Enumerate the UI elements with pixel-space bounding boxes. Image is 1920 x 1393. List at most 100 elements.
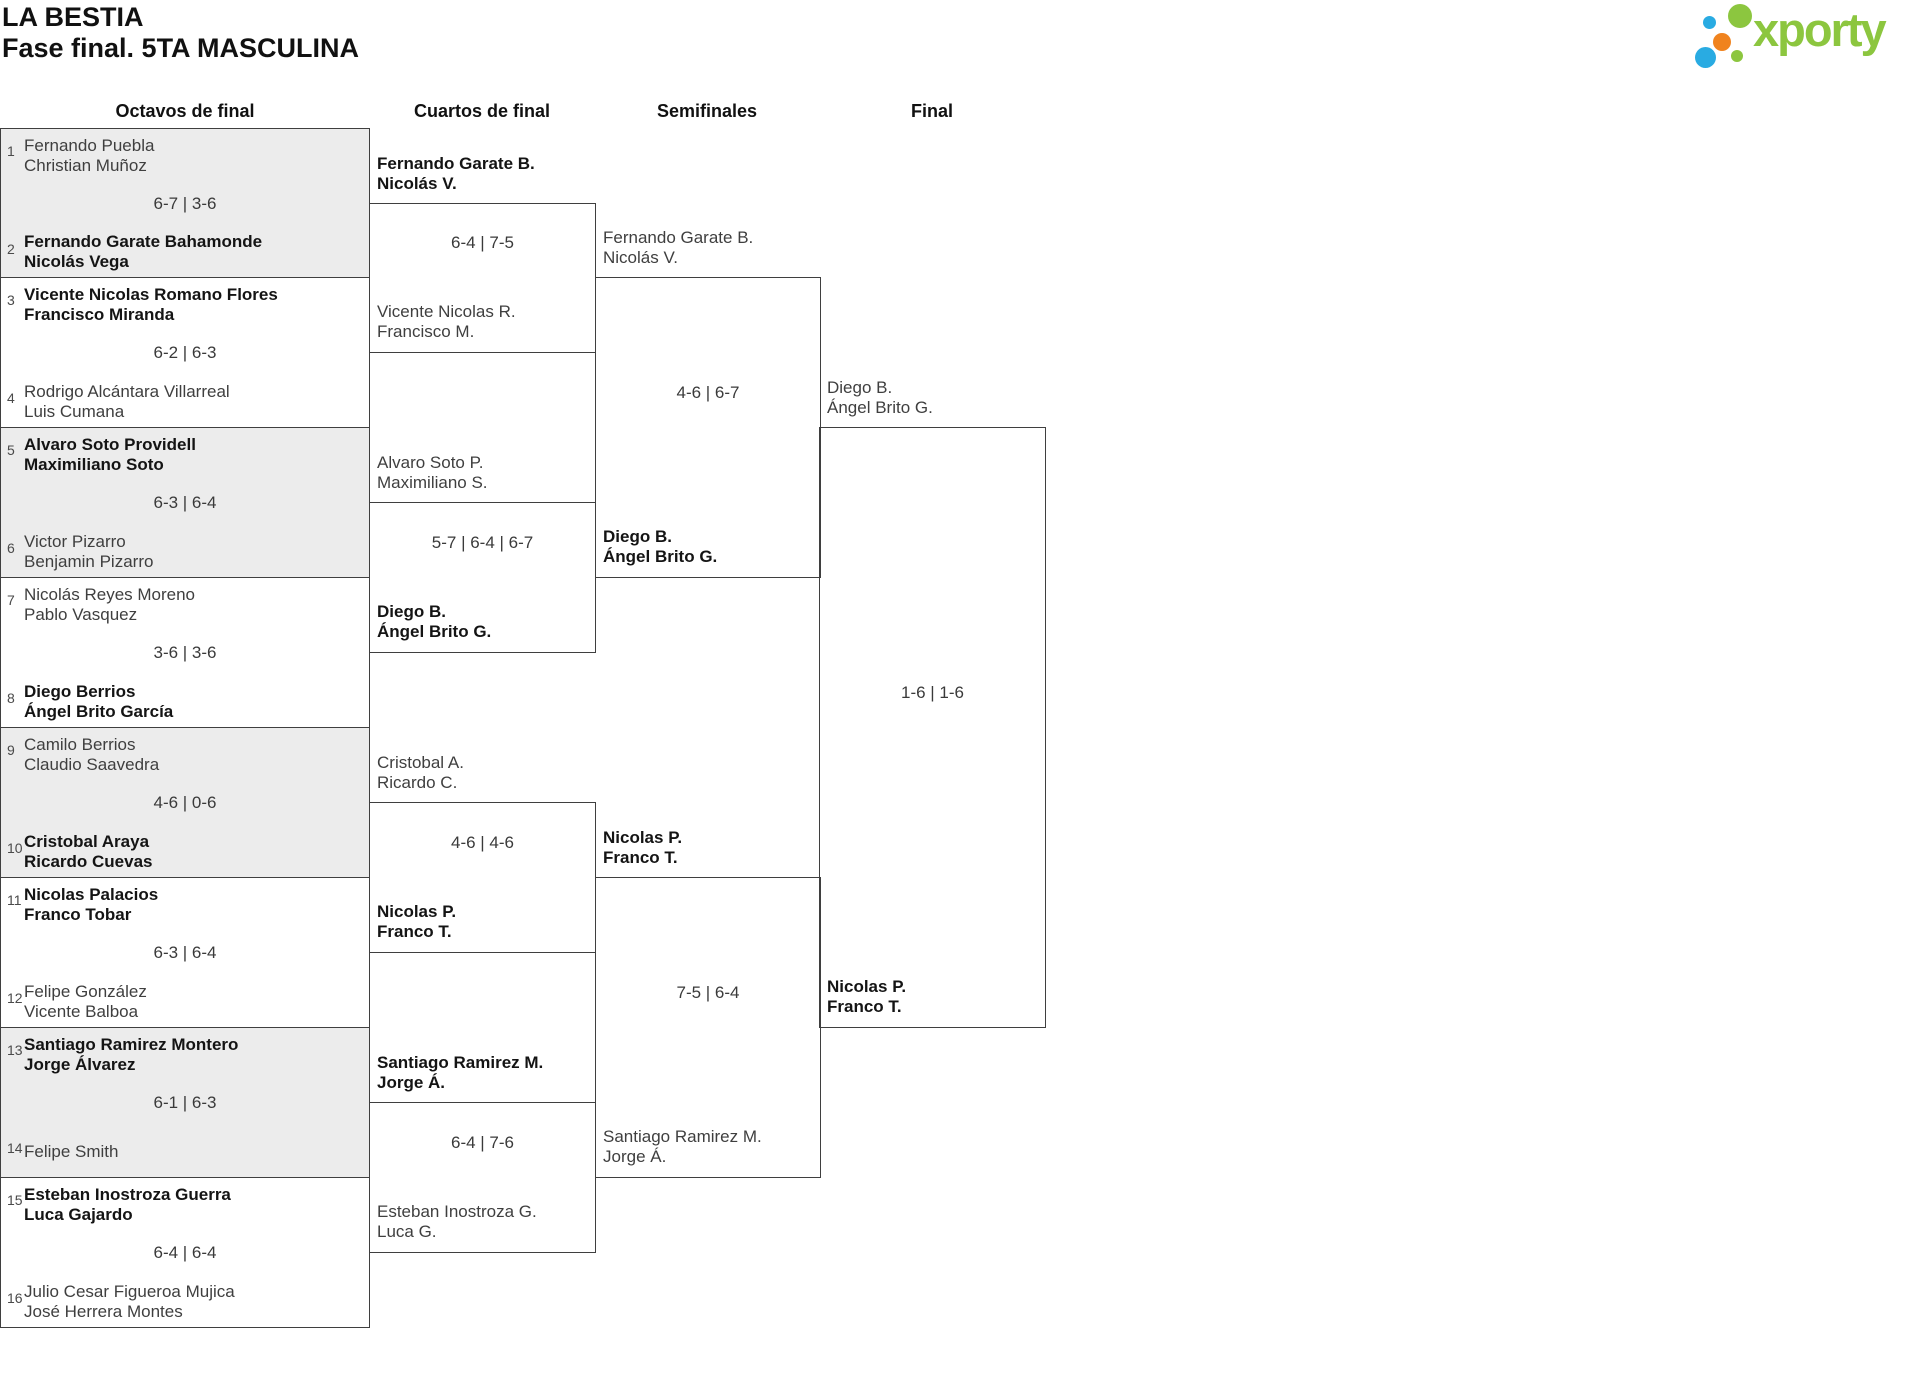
seed-number: 3 — [7, 292, 15, 308]
seed-number: 11 — [7, 892, 22, 908]
xporty-logo[interactable]: xporty — [1690, 0, 1920, 70]
match-score: 5-7 | 6-4 | 6-7 — [431, 532, 534, 552]
team-bottom: Diego B.Ángel Brito G. — [377, 602, 491, 642]
logo-dot-icon — [1695, 47, 1716, 68]
team-name-line: Vicente Balboa — [24, 1002, 139, 1021]
team-name-line: Diego Berrios — [24, 682, 136, 701]
team-bottom: Esteban Inostroza G.Luca G. — [377, 1202, 537, 1242]
team-name-line: Luca Gajardo — [24, 1205, 133, 1224]
match-score: 4-6 | 4-6 — [450, 832, 514, 852]
tournament-subtitle: Fase final. 5TA MASCULINA — [2, 33, 360, 63]
team-name-line: Jorge Álvarez — [24, 1055, 136, 1074]
team-name-line: Cristobal A. — [377, 753, 464, 772]
match-score: 6-4 | 7-5 — [450, 233, 514, 252]
team-name-line: Ángel Brito G. — [827, 398, 933, 417]
seed-number: 9 — [7, 742, 15, 758]
match-cuartos-2[interactable]: Alvaro Soto P.Maximiliano S. 5-7 | 6-4 | … — [369, 453, 596, 653]
team-name-line: Franco Tobar — [24, 905, 132, 924]
team-name-line: José Herrera Montes — [24, 1302, 183, 1321]
match-score: 1-6 | 1-6 — [900, 682, 964, 702]
seed-number: 4 — [7, 390, 15, 406]
team-name-line: Francisco M. — [377, 322, 475, 341]
team-name-line: Fernando Puebla — [24, 136, 155, 155]
team-name-line: Francisco Miranda — [24, 305, 175, 324]
logo-dot-icon — [1728, 4, 1752, 28]
match-score: 6-1 | 6-3 — [153, 1093, 217, 1112]
team-name-line: Felipe Smith — [24, 1142, 119, 1161]
team-name-line: Vicente Nicolas Romano Flores — [24, 285, 278, 304]
team-name-line: Santiago Ramirez M. — [377, 1053, 544, 1072]
team-name-line: Ángel Brito García — [24, 702, 174, 721]
match-score: 6-7 | 3-6 — [153, 194, 217, 213]
seed-number: 16 — [7, 1290, 23, 1306]
team-top: Cristobal A.Ricardo C. — [377, 753, 464, 793]
team-name-line: Luca G. — [377, 1222, 437, 1241]
team-name-line: Alvaro Soto P. — [377, 453, 484, 472]
match-score: 4-6 | 0-6 — [153, 793, 217, 812]
team-name-line: Ricardo Cuevas — [24, 852, 153, 871]
match-score: 6-3 | 6-4 — [153, 943, 217, 962]
team-name-line: Nicolas P. — [377, 902, 457, 921]
team-name-line: Pablo Vasquez — [24, 605, 138, 624]
seed-number: 2 — [7, 241, 15, 257]
team-name-line: Rodrigo Alcántara Villarreal — [24, 382, 230, 401]
team-name-line: Christian Muñoz — [24, 156, 147, 175]
team-name-line: Esteban Inostroza Guerra — [24, 1185, 231, 1204]
team-name-line: Fernando Garate B. — [377, 154, 535, 173]
team-bottom: Diego B.Ángel Brito G. — [603, 527, 717, 567]
logo-dot-icon — [1731, 50, 1743, 62]
match-score: 6-4 | 7-6 — [450, 1132, 514, 1152]
team-top: Santiago Ramirez M.Jorge Á. — [377, 1053, 543, 1093]
team-name-line: Jorge Á. — [377, 1073, 446, 1092]
team-name-line: Nicolás V. — [377, 174, 457, 193]
seed-number: 10 — [7, 840, 23, 856]
seed-number: 5 — [7, 442, 15, 458]
team-name-line: Nicolás Reyes Moreno — [24, 585, 196, 604]
column-header-octavos: Octavos de final — [115, 101, 255, 121]
team-bottom: Vicente Nicolas R.Francisco M. — [377, 302, 516, 342]
seed-number: 15 — [7, 1192, 23, 1208]
seed-number: 7 — [7, 592, 15, 608]
team-name-line: Ángel Brito G. — [603, 547, 718, 566]
match-score: 3-6 | 3-6 — [153, 643, 217, 662]
team-name-line: Claudio Saavedra — [24, 755, 160, 774]
team-top: Nicolas P.Franco T. — [603, 828, 682, 868]
match-score: 7-5 | 6-4 — [676, 982, 740, 1002]
team-name-line: Nicolás Vega — [24, 252, 129, 271]
match-score: 6-3 | 6-4 — [153, 493, 217, 512]
match-score: 4-6 | 6-7 — [676, 382, 740, 402]
team-top: Diego B.Ángel Brito G. — [827, 378, 933, 418]
team-name-line: Santiago Ramirez Montero — [24, 1035, 239, 1054]
team-name-line: Santiago Ramirez M. — [603, 1127, 762, 1146]
team-name-line: Victor Pizarro — [24, 532, 126, 551]
match-score: 6-4 | 6-4 — [153, 1243, 217, 1262]
team-top: Alvaro Soto P.Maximiliano S. — [377, 453, 488, 493]
logo-brand-text: xporty — [1753, 3, 1887, 56]
team-name-line: Ricardo C. — [377, 773, 458, 792]
seed-number: 13 — [7, 1042, 23, 1058]
team-bottom: Nicolas P.Franco T. — [827, 977, 906, 1017]
team-name-line: Fernando Garate B. — [603, 228, 754, 247]
team-name-line: Esteban Inostroza G. — [377, 1202, 537, 1221]
